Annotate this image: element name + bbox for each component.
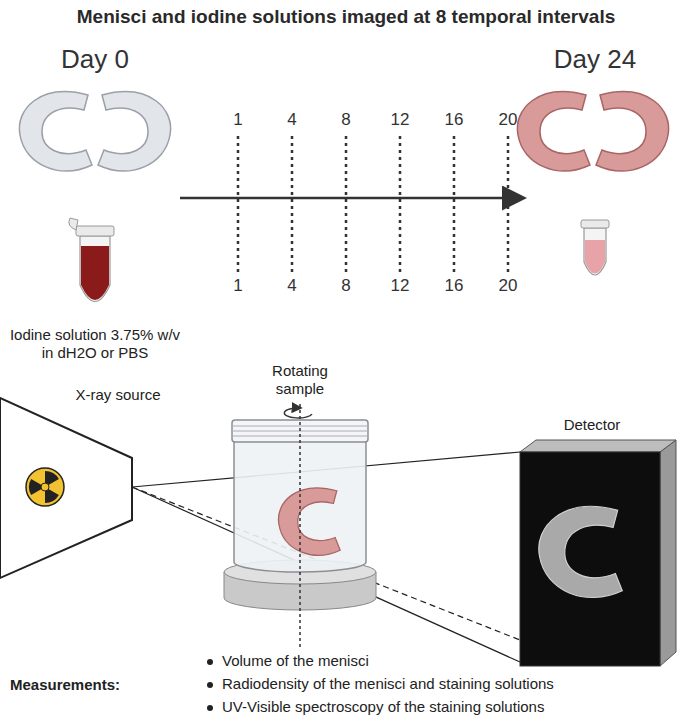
menisci-day0	[19, 92, 170, 171]
component-label: X-ray source	[75, 386, 160, 404]
bullet-dots	[207, 659, 213, 711]
component-label: Rotating sample	[265, 362, 335, 398]
time-point: 12	[391, 110, 410, 130]
component-label: Detector	[564, 416, 621, 434]
time-point: 8	[341, 276, 350, 296]
day-label: Day 24	[554, 44, 636, 75]
measurement-item: Volume of the menisci	[222, 652, 369, 670]
time-point: 4	[287, 110, 296, 130]
detector	[520, 440, 676, 666]
menisci-day24	[517, 92, 668, 171]
solution-note: Iodine solution 3.75% w/v in dH2O or PBS	[6, 326, 184, 362]
rotation-arrow	[284, 408, 312, 418]
time-point: 8	[341, 110, 350, 130]
measurement-item: UV-Visible spectroscopy of the staining …	[222, 698, 544, 716]
time-point: 20	[499, 110, 518, 130]
time-point: 16	[445, 276, 464, 296]
measurement-item: Radiodensity of the menisci and staining…	[222, 675, 554, 693]
time-ticks	[238, 136, 508, 272]
measurements-heading: Measurements:	[10, 676, 120, 694]
time-point: 4	[287, 276, 296, 296]
xray-source	[0, 398, 132, 578]
tube-day24	[581, 220, 609, 275]
timeline-arrow	[180, 197, 522, 200]
tube-day0	[69, 218, 114, 302]
time-point: 12	[391, 276, 410, 296]
day-label: Day 0	[61, 44, 129, 75]
time-point: 20	[499, 276, 518, 296]
time-point: 1	[233, 276, 242, 296]
figure-title: Menisci and iodine solutions imaged at 8…	[77, 6, 615, 29]
time-point: 1	[233, 110, 242, 130]
rotation-axis	[299, 404, 301, 650]
time-point: 16	[445, 110, 464, 130]
